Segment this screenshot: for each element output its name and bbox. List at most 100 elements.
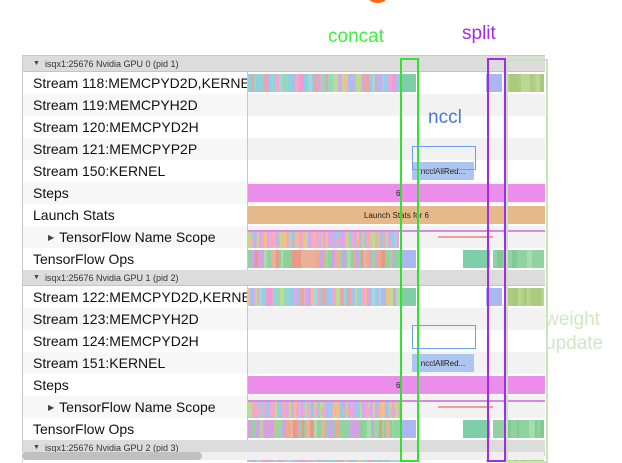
- trace-segment[interactable]: [321, 288, 327, 306]
- trace-segment[interactable]: [540, 250, 544, 268]
- trace-segment[interactable]: [295, 74, 300, 92]
- trace-segment[interactable]: [347, 458, 349, 462]
- trace-segment[interactable]: [328, 402, 332, 418]
- trace-segment[interactable]: [286, 74, 289, 92]
- trace-segment[interactable]: [352, 458, 357, 462]
- trace-segment[interactable]: [394, 232, 397, 248]
- trace-segment[interactable]: [350, 74, 355, 92]
- trace-segment[interactable]: [301, 458, 303, 462]
- name-scope-track[interactable]: [248, 396, 545, 418]
- trace-segment[interactable]: [266, 288, 270, 306]
- trace-segment[interactable]: [370, 402, 373, 418]
- trace-segment[interactable]: [343, 288, 346, 306]
- trace-segment[interactable]: [538, 74, 541, 92]
- trace-segment[interactable]: [304, 288, 306, 306]
- trace-segment[interactable]: [319, 232, 322, 248]
- name-scope-span[interactable]: [248, 230, 545, 232]
- trace-segment[interactable]: [332, 250, 335, 268]
- trace-segment[interactable]: [339, 288, 344, 306]
- trace-segment[interactable]: [302, 458, 307, 462]
- trace-segment[interactable]: [527, 458, 530, 462]
- trace-segment[interactable]: [259, 288, 263, 306]
- trace-segment[interactable]: [382, 74, 385, 92]
- trace-segment[interactable]: [297, 458, 302, 462]
- trace-segment[interactable]: [250, 458, 253, 462]
- trace-segment[interactable]: [255, 250, 259, 268]
- trace-segment[interactable]: [381, 420, 385, 438]
- trace-segment[interactable]: [335, 288, 340, 306]
- trace-row-track[interactable]: [248, 418, 545, 440]
- trace-segment[interactable]: [514, 250, 518, 268]
- nccl-allreduce-bar[interactable]: ncclAllRed...: [412, 162, 474, 180]
- trace-segment[interactable]: [396, 250, 400, 268]
- trace-segment[interactable]: [350, 288, 356, 306]
- trace-segment[interactable]: [264, 232, 268, 248]
- trace-segment[interactable]: [360, 288, 364, 306]
- trace-segment[interactable]: [364, 458, 367, 462]
- trace-segment[interactable]: [273, 420, 276, 438]
- trace-segment[interactable]: [542, 420, 544, 438]
- trace-segment[interactable]: [321, 420, 326, 438]
- trace-segment[interactable]: [351, 250, 353, 268]
- trace-segment[interactable]: [283, 288, 288, 306]
- trace-segment[interactable]: [367, 288, 370, 306]
- trace-segment[interactable]: [267, 74, 271, 92]
- name-scope-span[interactable]: [248, 400, 545, 402]
- trace-row-track[interactable]: Launch Stats for 6: [248, 204, 545, 226]
- trace-row[interactable]: Stream 124:MEMCPYD2H: [23, 330, 545, 352]
- trace-segment[interactable]: [518, 288, 522, 306]
- trace-segment[interactable]: [520, 74, 523, 92]
- trace-segment[interactable]: [383, 232, 387, 248]
- trace-segment-group[interactable]: [505, 288, 544, 306]
- trace-segment[interactable]: [353, 232, 357, 248]
- trace-segment[interactable]: [534, 288, 538, 306]
- trace-segment[interactable]: [300, 250, 305, 268]
- trace-segment[interactable]: [316, 250, 321, 268]
- trace-segment[interactable]: [329, 288, 332, 306]
- trace-segment[interactable]: [384, 74, 388, 92]
- trace-segment[interactable]: [289, 250, 292, 268]
- trace-row-track[interactable]: [248, 94, 545, 116]
- trace-segment[interactable]: [257, 232, 260, 248]
- trace-segment[interactable]: [356, 232, 358, 248]
- trace-segment[interactable]: [372, 74, 375, 92]
- trace-segment[interactable]: [348, 232, 352, 248]
- trace-row[interactable]: TensorFlow Ops: [23, 248, 545, 270]
- trace-segment[interactable]: [251, 250, 256, 268]
- trace-segment[interactable]: [325, 458, 328, 462]
- trace-segment[interactable]: [306, 420, 311, 438]
- trace-segment[interactable]: [277, 232, 280, 248]
- trace-segment[interactable]: [288, 458, 292, 462]
- trace-segment[interactable]: [260, 74, 264, 92]
- ops-split-bar[interactable]: [463, 250, 490, 268]
- trace-segment[interactable]: [381, 250, 386, 268]
- trace-row-track[interactable]: ncclAllRed...: [248, 352, 545, 374]
- trace-segment[interactable]: [359, 458, 362, 462]
- trace-segment[interactable]: [249, 232, 252, 248]
- trace-segment[interactable]: [333, 402, 336, 418]
- trace-segment[interactable]: [276, 402, 280, 418]
- trace-segment[interactable]: [265, 420, 270, 438]
- trace-segment[interactable]: [248, 458, 251, 462]
- trace-segment[interactable]: [290, 74, 294, 92]
- trace-segment[interactable]: [510, 74, 513, 92]
- trace-segment[interactable]: [341, 250, 346, 268]
- trace-segment[interactable]: [353, 420, 356, 438]
- trace-segment[interactable]: [248, 420, 252, 438]
- trace-segment[interactable]: [296, 232, 299, 248]
- trace-segment[interactable]: [375, 458, 379, 462]
- trace-segment[interactable]: [331, 458, 336, 462]
- trace-segment[interactable]: [533, 458, 537, 462]
- trace-segment[interactable]: [385, 288, 390, 306]
- trace-segment[interactable]: [508, 420, 512, 438]
- trace-segment[interactable]: [389, 458, 393, 462]
- trace-segment[interactable]: [361, 458, 365, 462]
- trace-segment[interactable]: [381, 74, 383, 92]
- trace-segment[interactable]: [363, 288, 365, 306]
- trace-segment[interactable]: [299, 402, 301, 418]
- trace-segment[interactable]: [288, 74, 291, 92]
- trace-segment[interactable]: [528, 420, 533, 438]
- trace-segment[interactable]: [355, 402, 358, 418]
- trace-row-track[interactable]: [248, 396, 545, 418]
